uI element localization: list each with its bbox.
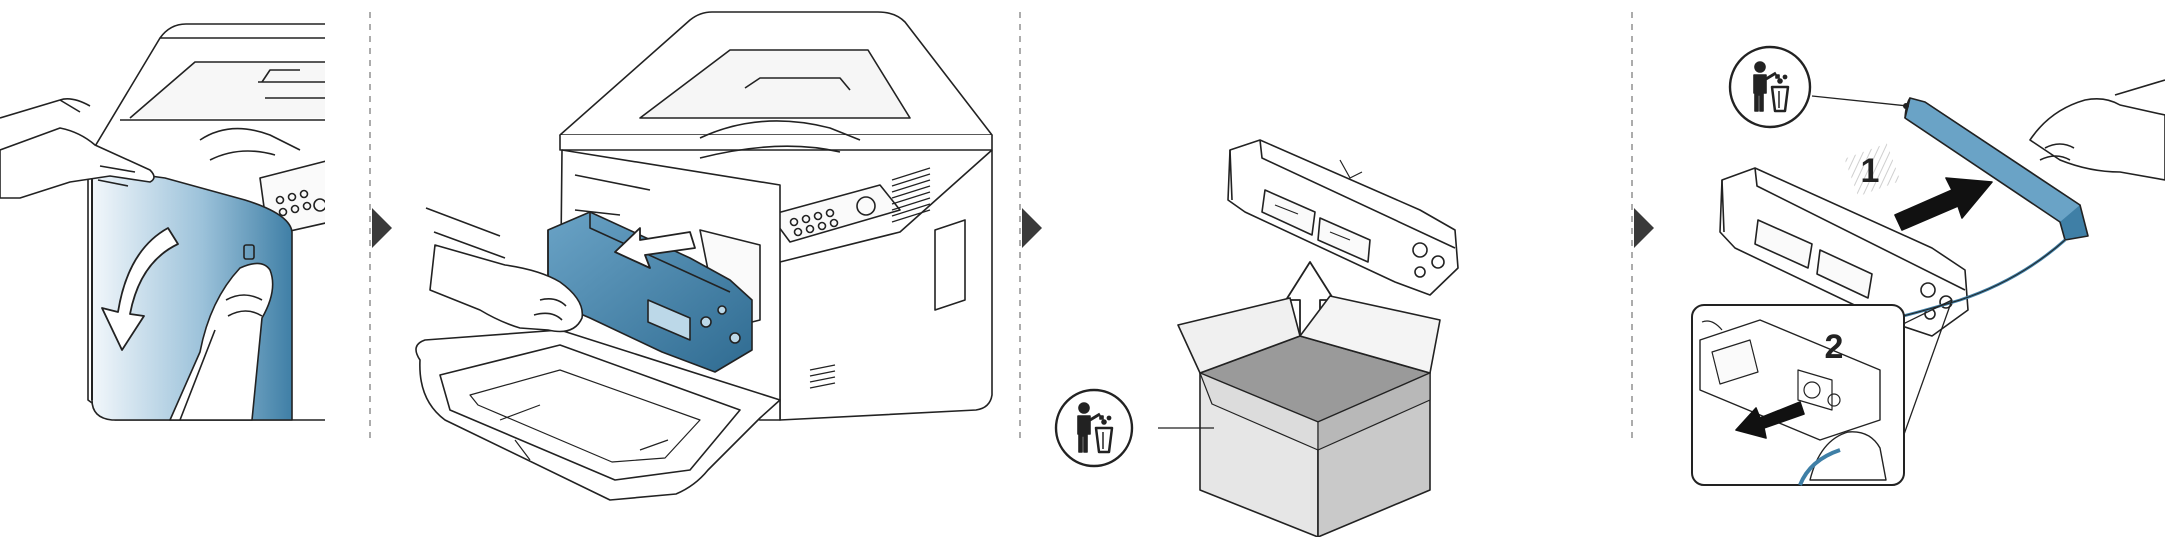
step-3-unpack-new-cartridge (1054, 139, 1459, 537)
remove-cover-arrow (1894, 177, 1993, 231)
next-step-arrow-3 (1634, 208, 1654, 248)
hand-upper (0, 98, 155, 199)
control-panel (769, 184, 901, 243)
detail-inset: 2 (1691, 304, 1905, 486)
recycle-bin-icon (1054, 388, 1134, 468)
next-step-arrow-2 (1022, 208, 1042, 248)
printer-side (779, 149, 993, 421)
toner-cartridge (1719, 167, 1969, 337)
open-front-door (415, 329, 781, 501)
new-toner-cartridge (1227, 139, 1459, 296)
step-1-open-front-cover (0, 23, 325, 421)
recycle-bin-icon (1728, 45, 1812, 129)
substep-1-badge: 1 (1861, 152, 1880, 190)
output-tray (129, 61, 325, 119)
pull-out-arrow (614, 227, 696, 269)
hand (425, 207, 584, 333)
hand (2029, 79, 2165, 181)
packaging-box (1177, 295, 1441, 537)
output-tray (639, 49, 911, 119)
substep-2-badge: 2 (1825, 328, 1844, 366)
next-step-arrows (372, 208, 1654, 248)
open-cover-arrow (101, 227, 179, 351)
motion-hatch (1844, 143, 1901, 197)
hand-lower (169, 262, 274, 421)
step-2-pull-out-cartridge (415, 11, 993, 501)
leader-line (1811, 95, 1909, 107)
protective-cover (1894, 97, 2089, 320)
step-4-remove-protective-parts: 1 2 (1691, 45, 2165, 486)
next-step-arrow-1 (372, 208, 392, 248)
